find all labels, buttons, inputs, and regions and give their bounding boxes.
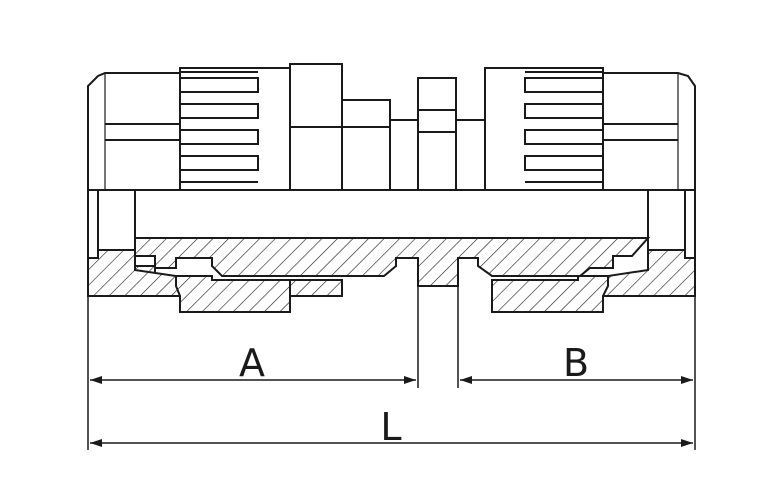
dimension-lines xyxy=(87,286,696,450)
left-fitting xyxy=(87,63,391,191)
right-nut-section xyxy=(602,249,696,297)
right-knurl-slots xyxy=(524,71,604,183)
center-body xyxy=(389,77,486,191)
section-view xyxy=(87,237,696,313)
dimension-label-a: A xyxy=(239,341,265,385)
left-knurl-slots xyxy=(179,71,259,183)
dimension-l xyxy=(90,439,693,447)
dimension-label-l: L xyxy=(380,405,401,449)
dimension-label-b: B xyxy=(563,341,589,385)
center-section xyxy=(134,237,651,287)
right-compression-ring xyxy=(491,275,609,313)
dimension-a xyxy=(90,376,416,384)
right-hex-body xyxy=(602,72,696,190)
left-sleeve xyxy=(289,279,343,297)
left-compression-ring xyxy=(175,275,291,313)
left-nut-section xyxy=(87,249,181,297)
left-neck xyxy=(341,99,391,190)
right-fitting xyxy=(484,67,696,191)
left-hex-body xyxy=(87,72,181,190)
dimension-b xyxy=(460,376,693,384)
center-hex xyxy=(417,77,457,191)
